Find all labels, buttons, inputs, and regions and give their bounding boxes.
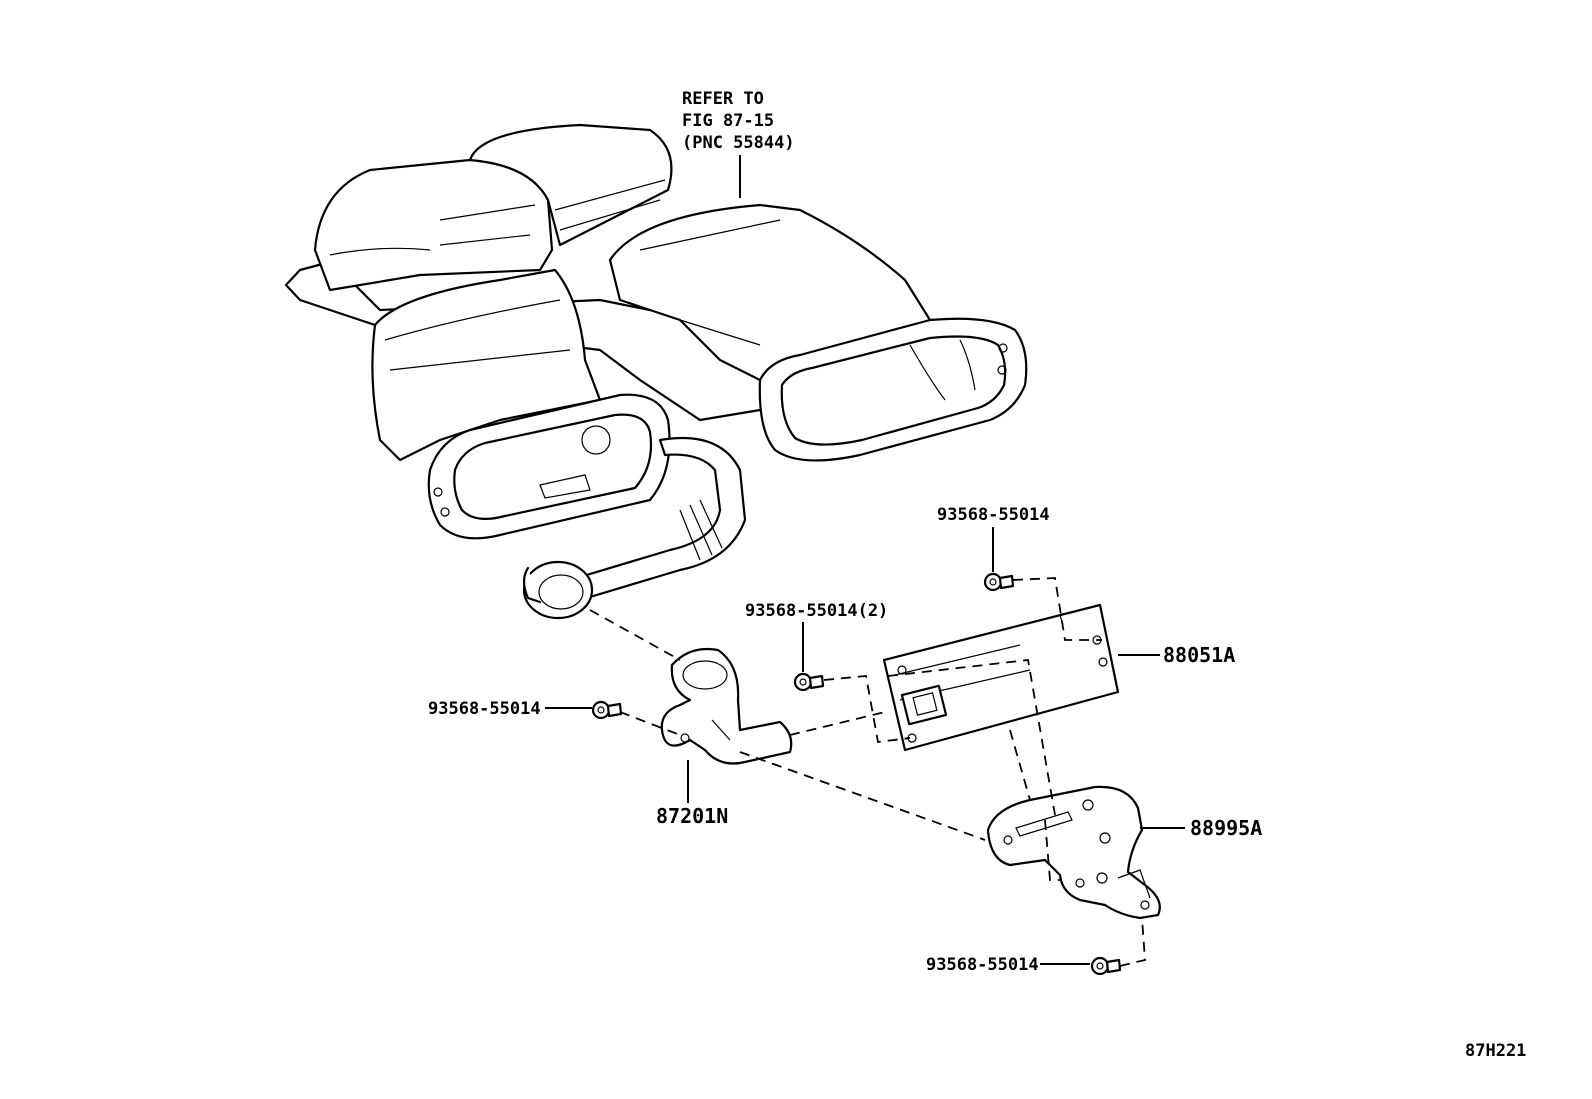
callout-bolt-top-right: 93568-55014	[937, 505, 1050, 525]
bracket-88995A	[986, 785, 1185, 920]
callout-bolt-middle: 93568-55014(2)	[745, 601, 888, 621]
bolt-middle	[793, 622, 825, 692]
reference-note-line1: REFER TO	[682, 89, 764, 109]
bolt-left	[545, 700, 623, 720]
reference-note-line2: FIG 87-15	[682, 111, 774, 131]
control-unit-88051A	[882, 603, 1160, 752]
bolt-top-right	[983, 527, 1015, 592]
callout-bolt-left: 93568-55014	[428, 699, 541, 719]
callout-bracket-88995A: 88995A	[1190, 816, 1262, 840]
harness-clip-87201N	[660, 647, 793, 803]
reference-note-line3: (PNC 55844)	[682, 133, 795, 153]
assembly-dashed-lines	[589, 577, 1146, 967]
figure-code: 87H221	[1465, 1041, 1526, 1061]
bolt-bottom	[1040, 956, 1122, 976]
callout-harness-87201N: 87201N	[656, 804, 728, 828]
callout-bolt-bottom: 93568-55014	[926, 955, 1039, 975]
reference-note: REFER TO FIG 87-15 (PNC 55844)	[682, 89, 795, 153]
air-duct-assembly	[284, 123, 1028, 620]
callout-control-unit-88051A: 88051A	[1163, 643, 1235, 667]
